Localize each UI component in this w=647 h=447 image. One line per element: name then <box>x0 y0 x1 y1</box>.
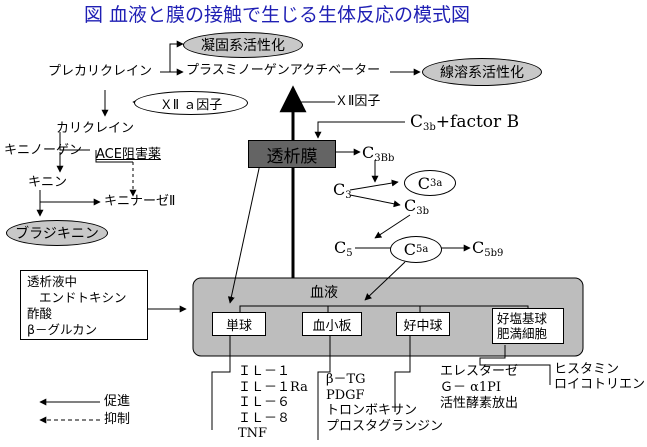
fibrinolysis-oval: 線溶系活性化 <box>422 58 542 86</box>
factor-xii-label: ＸⅡ因子 <box>335 94 381 109</box>
c3b-2-sub: 3b <box>416 206 430 217</box>
product-item: ＩＬ－１Ra <box>238 379 308 395</box>
c3-label: C3 <box>333 182 352 201</box>
c3b-to-membrane-arrow <box>314 121 405 139</box>
product-item: ＩＬ－１ <box>238 364 291 379</box>
membrane-label: 透析膜 <box>266 146 318 167</box>
product-item: Ｇ－ α1PI <box>440 380 502 395</box>
product-item: ＩＬ－８ <box>238 410 291 426</box>
fibrinolysis-label: 線溶系活性化 <box>440 65 524 81</box>
bradykinin-label: ブラジキニン <box>15 226 99 242</box>
monocyte-label: 単球 <box>225 318 252 334</box>
coagulation-oval: 凝固系活性化 <box>183 32 303 58</box>
kininase-label: キニナーゼⅡ <box>104 194 176 209</box>
c3b-2-base: C <box>404 196 417 215</box>
product-item: エレスターゼ <box>440 364 519 379</box>
c3b-factor-b-label: C3b+factor B <box>410 114 519 133</box>
coagulation-label: 凝固系活性化 <box>201 38 285 54</box>
c5b9-label: C5b9 <box>472 240 503 259</box>
product-item: PDGF <box>326 387 365 403</box>
monocyte-box: 単球 <box>212 312 266 336</box>
mast-cell-label: 肥満細胞 <box>497 326 548 341</box>
blood-label: 血液 <box>310 285 338 301</box>
product-item: TNF <box>238 426 268 441</box>
membrane-box: 透析膜 <box>248 140 336 168</box>
product-item: ＩＬ－６ <box>238 395 291 410</box>
c5-base: C <box>334 238 347 257</box>
c5-sub: 5 <box>346 248 353 259</box>
product-item: プロスタグランジン <box>326 418 444 434</box>
c3-split-arrows <box>349 179 401 208</box>
product-item: ヒスタミン <box>554 362 620 377</box>
platelet-box: 血小板 <box>302 312 362 336</box>
dialysate-line-1: 透析液中 <box>27 274 78 289</box>
product-item: ロイコトリエン <box>554 377 646 392</box>
platelet-products: β－TG PDGF トロンボキサン プロスタグランジン <box>326 372 443 434</box>
prekallikrein-arrows <box>160 40 421 76</box>
c3-sub: 3 <box>345 190 352 201</box>
neutrophil-box: 好中球 <box>396 312 450 336</box>
kallikrein-label: カリクレイン <box>56 121 135 136</box>
c5a-to-blood-arrow <box>364 261 406 301</box>
basophil-label: 好塩基球 <box>497 311 548 326</box>
c3a-sub: 3a <box>429 177 443 189</box>
dialysate-line-4: β－グルカン <box>27 322 98 337</box>
c5b9-base: C <box>472 238 485 257</box>
c5b9-sub: 5b9 <box>484 248 504 259</box>
c3bb-sub: 3Bb <box>374 153 395 164</box>
c3b-base: C <box>410 112 424 132</box>
legend-promote-label: 促進 <box>104 394 131 409</box>
product-item: 活性酵素放出 <box>440 396 519 411</box>
membrane-to-monocyte-arrow <box>227 163 261 304</box>
kininogen-label: キニノーゲン <box>4 143 83 158</box>
c3b-2-label: C3b <box>404 198 429 217</box>
monocyte-products: ＩＬ－１ ＩＬ－１Ra ＩＬ－６ ＩＬ－８ TNF <box>238 364 308 442</box>
bradykinin-oval: ブラジキニン <box>6 220 108 246</box>
product-brackets <box>211 335 551 440</box>
c3-base: C <box>333 180 346 199</box>
basophil-products: ヒスタミン ロイコトリエン <box>554 362 645 392</box>
c5a-base: C <box>403 240 416 259</box>
c5-label: C5 <box>334 240 353 259</box>
prekallikrein-label: プレカリクレイン <box>48 64 153 79</box>
page-title: 図 血液と膜の接触で生じる生体反応の模式図 <box>84 4 471 26</box>
dialysate-line-3: 酢酸 <box>27 306 53 321</box>
factor-xiia-label: ＸⅡ ａ因子 <box>159 97 223 113</box>
factor-b-text: +factor B <box>435 112 520 132</box>
legend-inhibit-label: 抑制 <box>104 412 131 427</box>
c3bb-label: C3Bb <box>362 145 394 164</box>
plasminogen-activator-label: プラスミノーゲンアクチベーター <box>186 63 381 78</box>
factor-xiia-oval: ＸⅡ ａ因子 <box>134 91 248 115</box>
product-item: β－TG <box>326 372 366 387</box>
basophil-box: 好塩基球 肥満細胞 <box>492 308 564 344</box>
c3a-base: C <box>417 173 430 193</box>
kinin-pathway-arrows <box>36 132 137 217</box>
neutrophil-label: 好中球 <box>403 318 443 334</box>
platelet-label: 血小板 <box>312 318 352 334</box>
ace-inhibitor-label: ACE阻害薬 <box>96 147 161 162</box>
dialysate-line-2: エンドトキシン <box>39 290 127 305</box>
kinin-label: キニン <box>28 175 68 190</box>
c3b-to-c5-arrow <box>374 214 411 239</box>
c5a-sub: 5a <box>415 244 429 255</box>
product-item: トロンボキサン <box>326 403 418 418</box>
c3bb-base: C <box>362 143 375 162</box>
dialysate-box: 透析液中 エンドトキシン 酢酸 β－グルカン <box>20 270 148 340</box>
neutrophil-products: エレスターゼ Ｇ－ α1PI 活性酵素放出 <box>440 364 518 412</box>
c3b-sub: 3b <box>423 122 436 133</box>
